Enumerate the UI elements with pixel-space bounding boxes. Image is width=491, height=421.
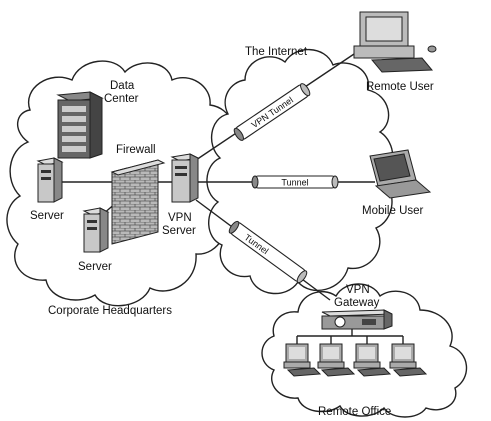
remote-office-label: Remote Office <box>318 406 391 418</box>
vpn-gateway-label-line2: Gateway <box>334 297 380 309</box>
vpn-server-label-line1: VPN <box>168 212 192 224</box>
mobile-user-label: Mobile User <box>362 205 424 217</box>
corporate-headquarters-label: Corporate Headquarters <box>48 305 172 317</box>
remote-user-label: Remote User <box>366 81 434 93</box>
middle-tunnel-label: Tunnel <box>281 178 308 188</box>
lower-tunnel: Tunnel <box>228 220 308 284</box>
workstation-icon <box>283 343 322 377</box>
server-left-label: Server <box>30 210 64 222</box>
server-icon <box>82 207 110 253</box>
firewall-label: Firewall <box>116 144 156 156</box>
firewall-icon <box>110 159 166 245</box>
server-rack-icon <box>56 91 104 159</box>
server-icon <box>36 157 64 203</box>
vpn-gateway-icon <box>321 309 393 330</box>
workstation-icon <box>353 343 392 377</box>
vpn-server-label-line2: Server <box>162 225 196 237</box>
vpn-gateway-label-line1: VPN <box>346 284 370 296</box>
internet-label: The Internet <box>245 46 308 58</box>
server-icon <box>170 153 200 203</box>
data-center-label-line2: Center <box>104 93 139 105</box>
server-bottom-label: Server <box>78 261 112 273</box>
middle-tunnel: Tunnel <box>251 175 339 189</box>
workstation-icon <box>389 343 428 377</box>
workstation-icon <box>317 343 356 377</box>
desktop-computer-icon <box>353 11 437 73</box>
laptop-icon <box>369 149 432 199</box>
data-center-label-line1: Data <box>110 80 135 92</box>
